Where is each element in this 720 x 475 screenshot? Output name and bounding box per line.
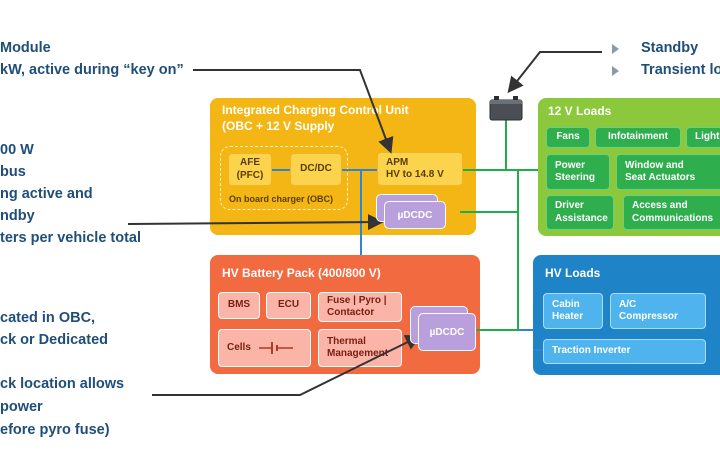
mudcdc-charging-block: µDCDC	[384, 201, 446, 229]
arrow-standby-to-battery	[507, 51, 602, 94]
afe-pfc-block: AFE (PFC)	[228, 153, 272, 186]
cabin-heater-block: Cabin Heater	[543, 293, 603, 329]
window-seat-actuators-block: Window and Seat Actuators	[616, 154, 720, 190]
cells-label: Cells	[227, 341, 251, 353]
annotation-module: Module	[0, 40, 51, 56]
annotation-standby-right: Standby	[641, 40, 699, 56]
arrow-to-mudcdc-bottom	[152, 335, 422, 396]
thermal-management-block: Thermal Management	[318, 329, 402, 367]
obc-dashed-group	[220, 146, 348, 210]
infotainment-block: Infotainment	[595, 127, 681, 148]
driver-assistance-block: Driver Assistance	[546, 195, 614, 230]
annotation-per-vehicle: ters per vehicle total	[0, 230, 142, 246]
annotation-located: cated in OBC,	[0, 310, 96, 326]
arrow-module-to-apm	[193, 69, 394, 154]
lighting-block: Lighti	[686, 127, 720, 148]
obc-label: On board charger (OBC)	[229, 194, 334, 204]
charging-unit-title: Integrated Charging Control Unit	[222, 103, 409, 117]
annotation-location-allows: ck location allows	[0, 376, 125, 392]
power-steering-block: Power Steering	[546, 154, 610, 190]
mudcdc-battery-block: µDCDC	[418, 313, 476, 351]
annotation-key-on: kW, active during “key on”	[0, 62, 184, 78]
annotation-standby: ndby	[0, 208, 35, 224]
hv-loads-title: HV Loads	[545, 266, 601, 280]
charging-unit-subtitle: (OBC + 12 V Supply	[222, 119, 335, 133]
fans-block: Fans	[546, 127, 590, 148]
loads-12v-title: 12 V Loads	[548, 104, 612, 118]
battery-pack-title: HV Battery Pack (400/800 V)	[222, 266, 381, 280]
annotation-power-2: power	[0, 399, 43, 415]
triangle-bullet-icon	[612, 66, 619, 76]
traction-inverter-block: Traction Inverter	[543, 339, 706, 364]
dcdc-block: DC/DC	[290, 153, 342, 186]
triangle-bullet-icon	[612, 44, 619, 54]
apm-block: APM HV to 14.8 V	[377, 152, 463, 186]
fuse-pyro-contactor-block: Fuse | Pyro | Contactor	[318, 292, 402, 322]
arrow-to-mudcdc-top	[127, 214, 384, 231]
12v-battery-icon	[489, 96, 523, 121]
annotation-dedicated: ck or Dedicated	[0, 332, 108, 348]
battery-cell-icon	[258, 342, 293, 354]
bms-block: BMS	[218, 292, 260, 319]
ac-compressor-block: A/C Compressor	[610, 293, 706, 329]
annotation-transient-right: Transient lo	[641, 62, 720, 78]
access-communications-block: Access and Communications	[623, 195, 720, 230]
annotation-bus: bus	[0, 164, 26, 180]
cells-block: Cells	[218, 329, 311, 367]
annotation-active: ng active and	[0, 186, 93, 202]
annotation-pyro-fuse: efore pyro fuse)	[0, 422, 110, 438]
annotation-power: 00 W	[0, 142, 34, 158]
ecu-block: ECU	[266, 292, 311, 319]
